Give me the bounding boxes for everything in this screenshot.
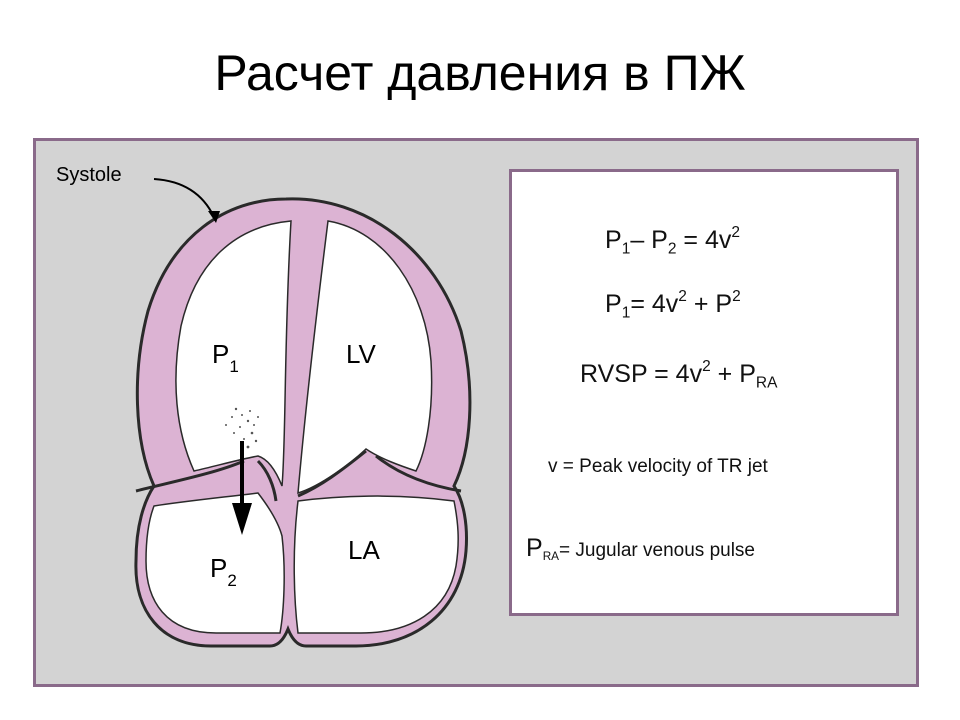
systole-pointer-head <box>208 211 220 223</box>
right-ventricle-cavity <box>175 220 292 487</box>
tr-jet-speckle <box>225 407 259 449</box>
left-ventricle-cavity <box>297 220 433 495</box>
chamber-label-p2: P2 <box>210 553 237 590</box>
systole-pointer <box>153 178 215 218</box>
right-atrium-cavity <box>145 492 285 634</box>
tricuspid-valve <box>135 459 278 502</box>
chamber-label-lv: LV <box>346 339 377 369</box>
chamber-label-la: LA <box>348 535 380 565</box>
formula-panel: P1– P2 = 4v2 P1= 4v2 + P2 RVSP = 4v2 + P… <box>509 169 899 616</box>
diagram-panel: Systole P1 LV LA P2 P1– P2 = 4v2 P1= 4v2… <box>33 138 919 687</box>
page-title: Расчет давления в ПЖ <box>214 45 746 101</box>
tr-jet-arrow-head <box>232 503 252 535</box>
mitral-valve <box>297 449 462 498</box>
definition-velocity: v = Peak velocity of TR jet <box>548 456 768 477</box>
left-atrium-cavity <box>293 495 459 634</box>
formula-rvsp: RVSP = 4v2 + PRA <box>580 358 778 392</box>
formula-p1: P1= 4v2 + P2 <box>605 288 741 322</box>
heart-diagram: Systole P1 LV LA P2 <box>56 164 472 648</box>
formula-pressure-difference: P1– P2 = 4v2 <box>605 224 741 258</box>
chamber-label-p1: P1 <box>212 339 239 376</box>
systole-label: Systole <box>56 164 122 186</box>
definition-pra: PRA= Jugular venous pulse <box>526 534 755 564</box>
